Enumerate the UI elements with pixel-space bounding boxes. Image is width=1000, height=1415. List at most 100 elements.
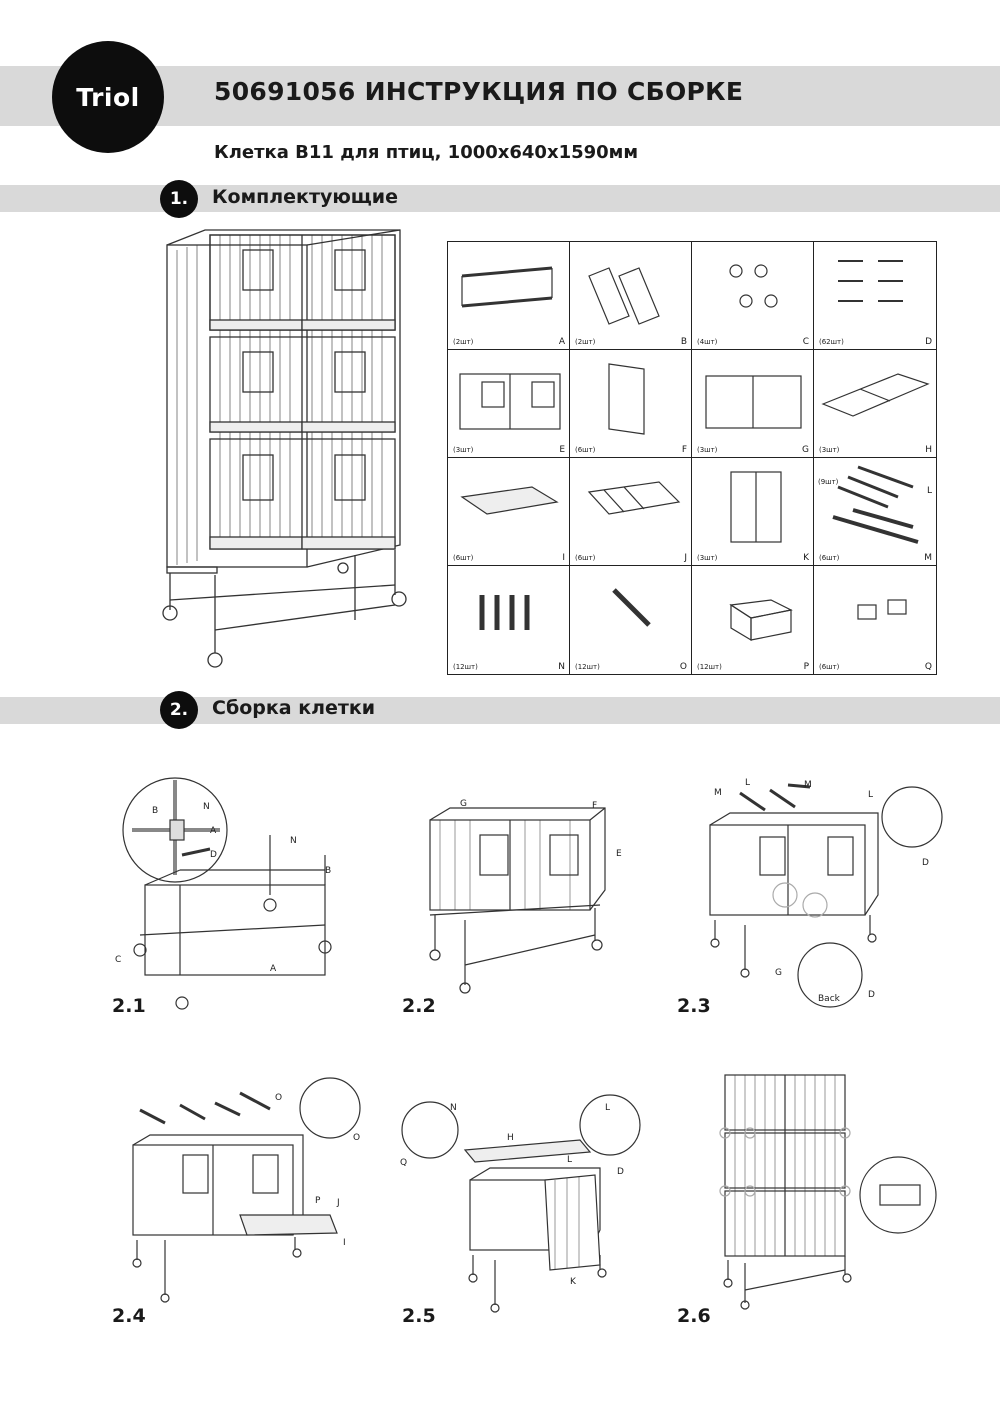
svg-text:N: N bbox=[203, 802, 210, 812]
part-qty: (12шт) bbox=[697, 663, 722, 671]
part-qty: (6шт) bbox=[819, 663, 840, 671]
casters-icon bbox=[729, 264, 778, 308]
svg-text:N: N bbox=[450, 1103, 457, 1113]
section-1-number: 1. bbox=[160, 180, 198, 218]
svg-text:H: H bbox=[507, 1133, 514, 1143]
part-qty: (3шт) bbox=[697, 446, 718, 454]
side-panel-icon bbox=[608, 363, 645, 435]
section-2-title: Сборка клетки bbox=[212, 697, 376, 719]
part-qty: (12шт) bbox=[575, 663, 600, 671]
svg-text:K: K bbox=[570, 1277, 577, 1287]
svg-text:P: P bbox=[315, 1196, 321, 1206]
part-cell-f: (6шт) F bbox=[570, 350, 692, 458]
part-cell-p: (12шт) P bbox=[692, 566, 814, 674]
part-letter: P bbox=[803, 662, 809, 672]
svg-text:D: D bbox=[868, 990, 875, 1000]
svg-text:M: M bbox=[804, 780, 812, 790]
svg-text:Q: Q bbox=[400, 1158, 407, 1168]
svg-text:N: N bbox=[290, 836, 297, 846]
part-letter: A bbox=[558, 337, 565, 347]
svg-text:Back: Back bbox=[818, 994, 841, 1004]
step-2-3-illustration: M L M L D G D Back bbox=[700, 775, 950, 1015]
part-qty: (4шт) bbox=[697, 338, 718, 346]
bolts-icon bbox=[838, 260, 903, 302]
part-qty: (6шт) bbox=[453, 554, 474, 562]
svg-text:D: D bbox=[922, 858, 929, 868]
header-band bbox=[0, 66, 1000, 126]
part-letter: G bbox=[802, 445, 809, 455]
part-qty: (2шт) bbox=[575, 338, 596, 346]
step-2-6-label: 2.6 bbox=[677, 1305, 711, 1327]
step-2-1-illustration: B N A D N B C A bbox=[110, 775, 340, 1015]
feeder-icon bbox=[729, 599, 793, 642]
part-letter: L bbox=[926, 486, 932, 496]
svg-text:L: L bbox=[868, 790, 873, 800]
perch-icon bbox=[612, 588, 651, 627]
section-1-band bbox=[0, 185, 1000, 212]
svg-text:J: J bbox=[336, 1198, 340, 1208]
svg-text:C: C bbox=[115, 955, 121, 965]
part-qty: (6шт) bbox=[575, 554, 596, 562]
svg-text:I: I bbox=[343, 1238, 346, 1248]
part-letter: H bbox=[925, 445, 932, 455]
svg-text:O: O bbox=[353, 1133, 360, 1143]
side-frames-icon bbox=[588, 267, 660, 325]
bars-icon bbox=[832, 465, 919, 544]
svg-text:L: L bbox=[745, 778, 750, 788]
part-cell-k: (3шт) K bbox=[692, 458, 814, 566]
part-qty: (12шт) bbox=[453, 663, 478, 671]
svg-text:O: O bbox=[275, 1093, 282, 1103]
section-1-title: Комплектующие bbox=[212, 186, 399, 208]
svg-text:M: M bbox=[714, 788, 722, 798]
part-letter: K bbox=[803, 553, 809, 563]
part-qty: (9шт) bbox=[818, 478, 839, 486]
tray-icon bbox=[460, 486, 559, 515]
part-letter: D bbox=[925, 337, 932, 347]
part-qty: (62шт) bbox=[819, 338, 844, 346]
step-2-2-illustration: G F E bbox=[420, 790, 630, 995]
part-cell-q: (6шт) Q bbox=[814, 566, 936, 674]
divider-icon bbox=[730, 471, 782, 543]
front-panel-icon bbox=[459, 373, 561, 430]
part-qty: (6шт) bbox=[819, 554, 840, 562]
section-2-band bbox=[0, 697, 1000, 724]
part-letter: O bbox=[679, 662, 687, 672]
svg-text:G: G bbox=[460, 799, 467, 809]
back-panel-icon bbox=[705, 375, 802, 429]
part-letter: E bbox=[559, 445, 565, 455]
page-title: 50691056 ИНСТРУКЦИЯ ПО СБОРКЕ bbox=[214, 77, 744, 106]
step-2-6-illustration bbox=[700, 1065, 950, 1310]
parts-table: (2шт)A(2шт)B(4шт)C(62шт)D(3шт)E(6шт)F(3ш… bbox=[447, 241, 937, 675]
assembled-cage-illustration bbox=[155, 225, 415, 675]
part-letter: F bbox=[681, 445, 687, 455]
part-cell-g: (3шт) G bbox=[692, 350, 814, 458]
part-cell-n: (12шт) N bbox=[448, 566, 570, 674]
svg-text:E: E bbox=[616, 849, 622, 859]
clips-icon bbox=[857, 599, 907, 620]
part-qty: (6шт) bbox=[575, 446, 596, 454]
svg-text:G: G bbox=[775, 968, 782, 978]
step-2-5-label: 2.5 bbox=[402, 1305, 436, 1327]
logo-text: Triol bbox=[76, 82, 140, 112]
part-letter: C bbox=[802, 337, 809, 347]
part-qty: (3шт) bbox=[819, 446, 840, 454]
svg-text:D: D bbox=[617, 1167, 624, 1177]
step-2-4-label: 2.4 bbox=[112, 1305, 146, 1327]
grid-icon bbox=[587, 481, 681, 515]
frame-rails-icon bbox=[461, 266, 553, 308]
connectors-icon bbox=[479, 595, 530, 630]
part-cell-b: (2шт) B bbox=[570, 242, 692, 350]
part-qty: (3шт) bbox=[697, 554, 718, 562]
part-cell-e: (3шт)E bbox=[448, 350, 570, 458]
part-letter: N bbox=[558, 662, 565, 672]
step-2-5-illustration: N Q H L L D K bbox=[395, 1090, 645, 1315]
part-letter: Q bbox=[924, 662, 932, 672]
svg-text:B: B bbox=[325, 866, 331, 876]
step-2-1-label: 2.1 bbox=[112, 995, 146, 1017]
svg-text:D: D bbox=[210, 850, 217, 860]
part-letter: B bbox=[680, 337, 687, 347]
part-cell-i: (6шт)I bbox=[448, 458, 570, 566]
svg-text:A: A bbox=[210, 826, 217, 836]
part-cell-a: (2шт)A bbox=[448, 242, 570, 350]
part-cell-j: (6шт)J bbox=[570, 458, 692, 566]
